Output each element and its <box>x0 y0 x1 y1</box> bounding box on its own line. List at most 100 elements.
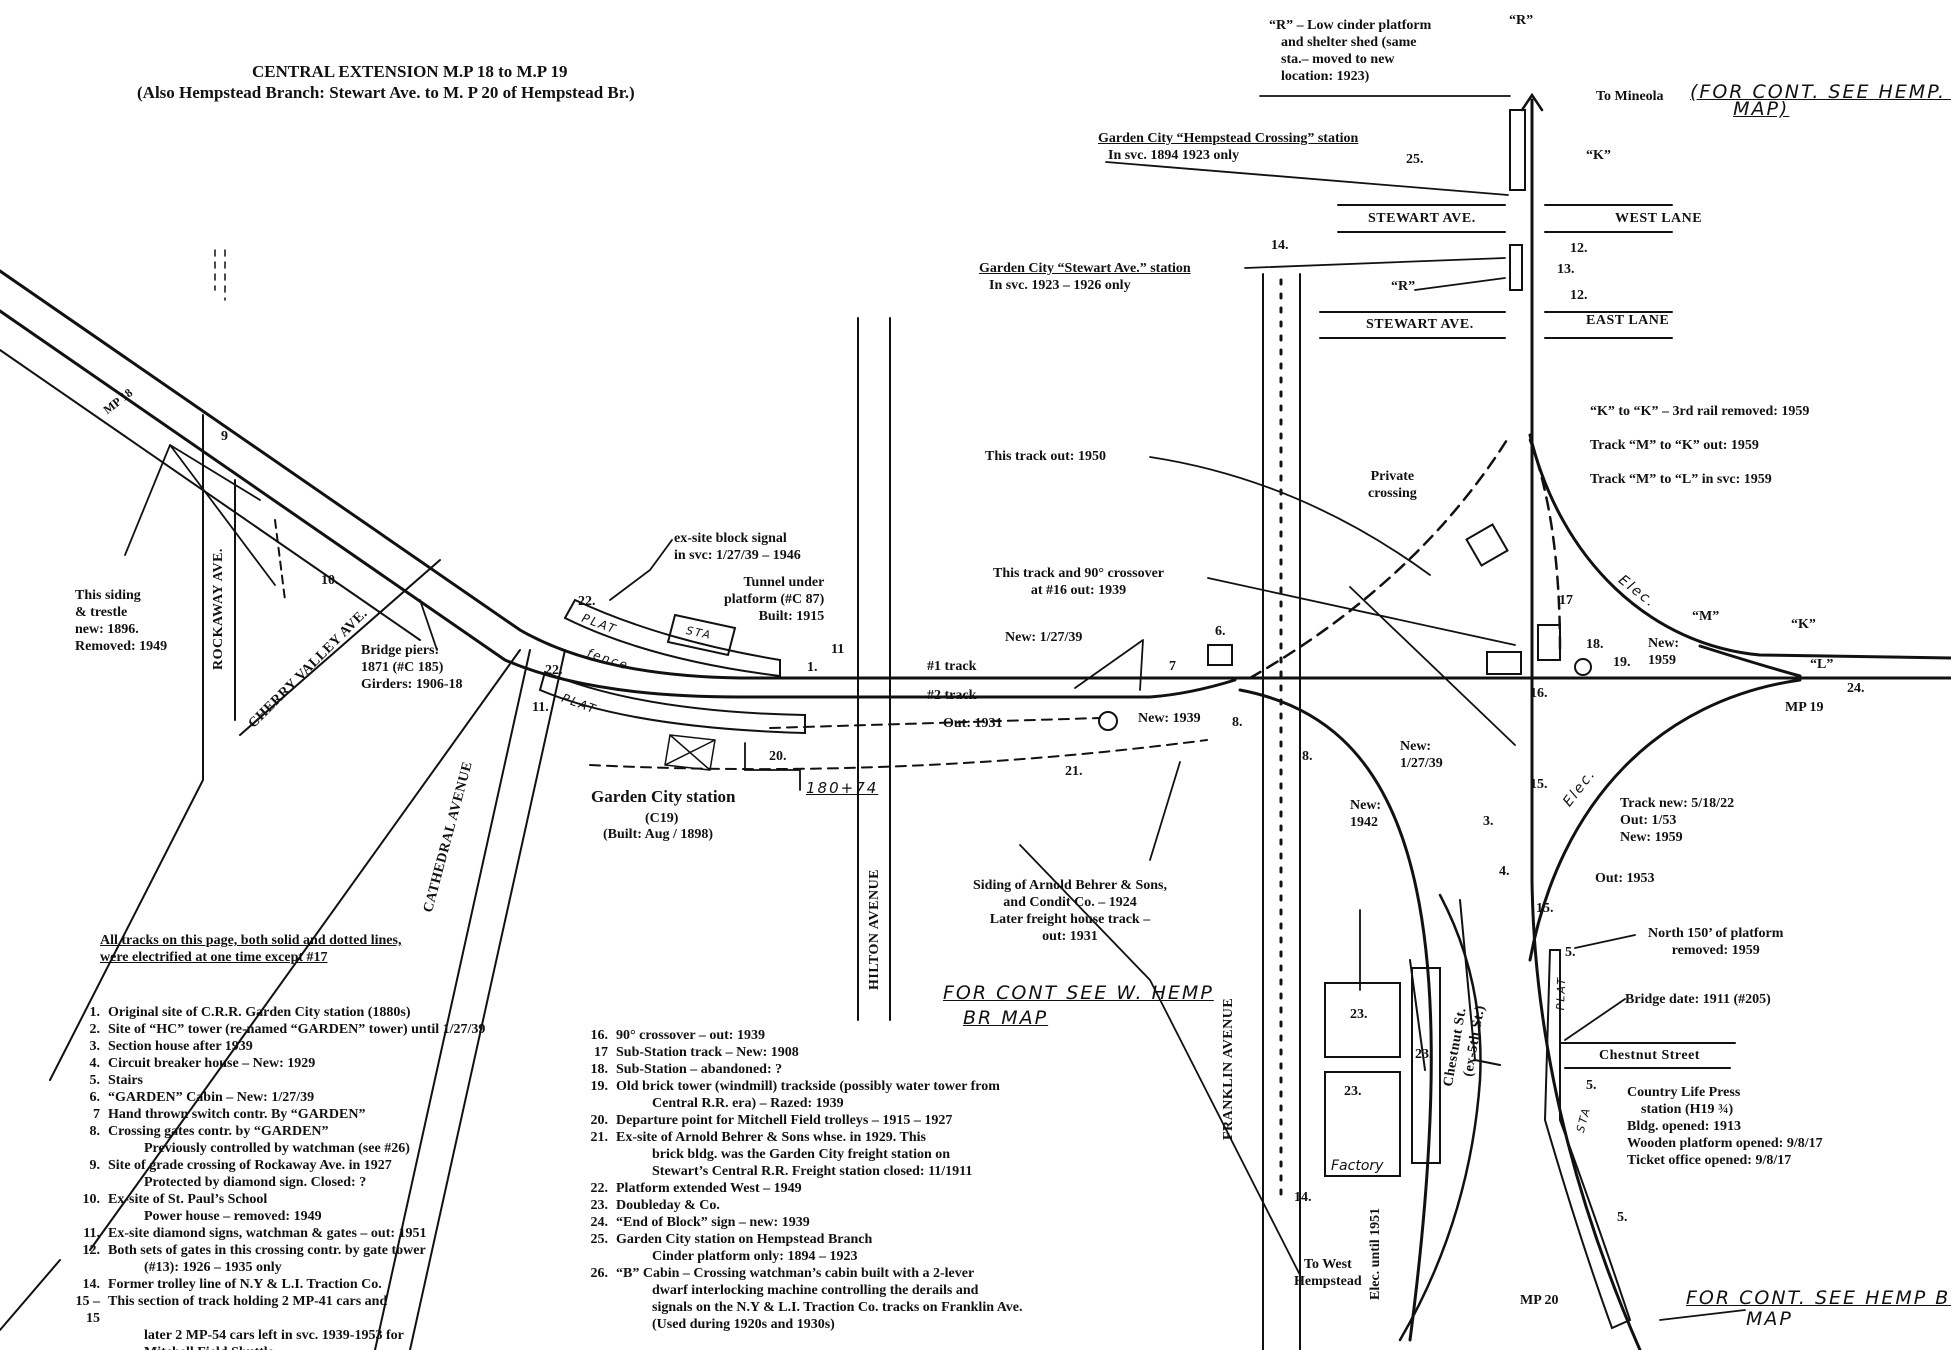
note-line: Track “M” to “K” out: 1959 <box>1590 438 1759 453</box>
dashed-trolley-track <box>769 717 1101 729</box>
marker-5: 5. <box>1617 1210 1628 1225</box>
note-line: Girders: 1906-18 <box>361 677 463 692</box>
label-plat-hempstead: PLAT <box>1553 975 1569 1011</box>
track-m-k-curve <box>1528 433 1951 660</box>
legend-item-text: Site of “HC” tower (re-named “GARDEN” to… <box>108 1022 486 1037</box>
legend-item: (Used during 1920s and 1930s) <box>580 1316 1023 1333</box>
note-line: “R” – Low cinder platform <box>1269 18 1432 33</box>
legend-item: 24.“End of Block” sign – new: 1939 <box>580 1214 1023 1231</box>
legend-item-number: 22. <box>590 1181 609 1196</box>
legend-item-text: “B” Cabin – Crossing watchman’s cabin bu… <box>616 1266 975 1281</box>
legend-item-number: 25. <box>590 1232 609 1247</box>
note-line: station (H19 ¾) <box>1641 1102 1734 1117</box>
legend-item-text: Sub-Station – abandoned: ? <box>616 1062 783 1077</box>
legend-item: 23.Doubleday & Co. <box>580 1197 1023 1214</box>
note-line: until 1951 <box>1368 1207 1383 1268</box>
legend-item-text: signals on the N.Y & L.I. Traction Co. t… <box>652 1300 1023 1315</box>
legend-item: 21.Ex-site of Arnold Behrer & Sons whse.… <box>580 1129 1023 1146</box>
legend-item-number: 7 <box>93 1107 100 1122</box>
handwritten-note-top: (FOR CONT. SEE HEMP. BR. MAP) <box>1690 83 1951 119</box>
note-arnold-behrer: Siding of Arnold Behrer & Sons, and Cond… <box>973 877 1167 945</box>
marker-1: 1. <box>807 660 818 675</box>
note-line: crossing <box>1368 486 1417 501</box>
station-building-north <box>666 613 737 657</box>
note-bridge-date: Bridge date: 1911 (#205) <box>1625 992 1771 1007</box>
marker-12: 12. <box>1570 288 1588 303</box>
note-line: Ticket office opened: 9/8/17 <box>1627 1153 1792 1168</box>
end-of-block-sign-19 <box>1574 658 1592 676</box>
platform-north <box>563 598 781 678</box>
marker-5: 5. <box>1586 1078 1597 1093</box>
rockaway-ave-road <box>49 414 236 1081</box>
legend-item-number: 1. <box>89 1005 101 1020</box>
block-signal <box>1098 711 1118 731</box>
hempstead-platform-25 <box>1509 109 1526 191</box>
road-label-west-lane: WEST LANE <box>1615 211 1703 226</box>
stewart-platform <box>1509 244 1523 291</box>
note-k-to-k: “K” to “K” – 3rd rail removed: 1959 Trac… <box>1590 395 1809 497</box>
legend-item: 26.“B” Cabin – Crossing watchman’s cabin… <box>580 1265 1023 1282</box>
marker-16: 16. <box>1530 686 1548 701</box>
note-line: MAP) <box>1733 98 1790 120</box>
brick-tower-19 <box>1465 523 1509 567</box>
note-line: BR MAP <box>963 1007 1049 1029</box>
cherry-valley-road <box>0 559 521 1331</box>
marker-14: 14. <box>1271 238 1289 253</box>
legend-item-number: 12. <box>82 1243 101 1258</box>
legend-item: 22. Platform extended West – 1949 <box>580 1180 1023 1197</box>
marker-10: 10. <box>321 573 339 588</box>
legend-item-text: Ex-site diamond signs, watchman & gates … <box>108 1226 427 1241</box>
legend-item-text: “GARDEN” Cabin – New: 1/27/39 <box>108 1090 315 1105</box>
legend-column-1: 1. Original site of C.R.R. Garden City st… <box>72 1004 486 1350</box>
label-elec-until-1951: Elec. until 1951 <box>1367 1208 1384 1300</box>
note-r-platform: “R” – Low cinder platform and shelter sh… <box>1269 17 1431 85</box>
note-line: MAP <box>1746 1308 1793 1330</box>
legend-item-number: 3. <box>89 1039 101 1054</box>
note-line: New: <box>1400 739 1432 754</box>
legend-item: Previously controlled by watchman (see #… <box>72 1140 485 1157</box>
note-tunnel: Tunnel under platform (#C 87) Built: 191… <box>724 574 824 625</box>
legend-header: All tracks on this page, both solid and … <box>100 932 401 966</box>
note-stewart-station: Garden City “Stewart Ave.” station In sv… <box>979 260 1191 294</box>
note-line: To West <box>1303 1257 1352 1272</box>
note-line: 1/27/39 <box>1400 756 1443 771</box>
road-label-franklin: FRANKLIN AVENUE <box>1221 997 1236 1140</box>
marker-15: 15. <box>1536 901 1554 916</box>
legend-item-text: Hand thrown switch contr. By “GARDEN” <box>108 1107 366 1122</box>
note-line: out: 1931 <box>1042 929 1098 944</box>
note-new-1-27-39-a: New: 1/27/39 <box>1005 630 1083 645</box>
legend-item: 19.Old brick tower (windmill) trackside … <box>580 1078 1023 1095</box>
note-line: “K” to “K” – 3rd rail removed: 1959 <box>1590 404 1810 419</box>
legend-item: 16.90° crossover – out: 1939 <box>580 1027 1023 1044</box>
legend-item: brick bldg. was the Garden City freight … <box>580 1146 1023 1163</box>
note-line: FOR CONT SEE W. HEMP <box>943 982 1214 1004</box>
row-line <box>0 349 421 641</box>
envelope-16 <box>1486 651 1522 675</box>
note-new-1959: New: 1959 <box>1648 635 1679 669</box>
dashed-sub-station-track <box>1528 438 1562 652</box>
label-track-1: #1 track <box>927 659 977 674</box>
note-line: ex-site block signal <box>674 531 787 546</box>
label-m: “M” <box>1692 609 1720 624</box>
leader-lines <box>124 95 1746 1321</box>
note-line: removed: 1959 <box>1671 943 1760 958</box>
legend-item: 18.Sub-Station – abandoned: ? <box>580 1061 1023 1078</box>
legend-item-text: brick bldg. was the Garden City freight … <box>652 1147 951 1162</box>
legend-item: dwarf interlocking machine controlling t… <box>580 1282 1023 1299</box>
marker-9: 9 <box>221 429 228 444</box>
track-m-l-curve <box>1698 644 1802 678</box>
legend-header-line: All tracks on this page, both solid and … <box>100 933 402 948</box>
legend-item: later 2 MP-54 cars left in svc. 1939-195… <box>72 1327 485 1344</box>
note-line: Wooden platform opened: 9/8/17 <box>1627 1136 1823 1151</box>
note-line: 1942 <box>1350 815 1378 830</box>
legend-item-text: Original site of C.R.R. Garden City stat… <box>108 1005 411 1020</box>
marker-7: 7 <box>1169 659 1176 674</box>
legend-item: 8.Crossing gates contr. by “GARDEN” <box>72 1123 485 1140</box>
legend-item-text: Platform extended West – 1949 <box>616 1181 802 1196</box>
legend-item-number: 23. <box>590 1198 609 1213</box>
legend-item-text: Old brick tower (windmill) trackside (po… <box>616 1079 1000 1094</box>
note-line: Out: 1/53 <box>1620 813 1677 828</box>
label-track-2: #2 track <box>927 688 977 703</box>
note-line: Siding of Arnold Behrer & Sons, <box>973 878 1167 893</box>
